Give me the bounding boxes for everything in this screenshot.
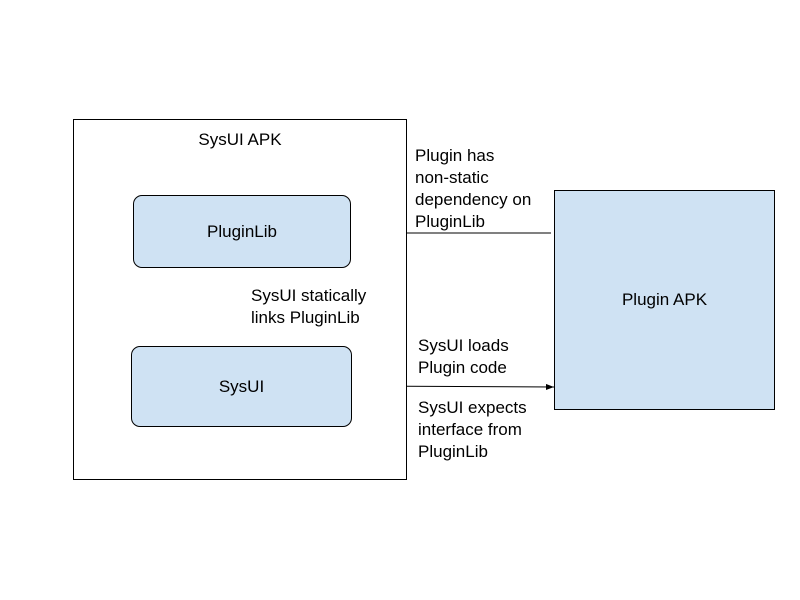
sysui-node: SysUI [131,346,352,427]
static-link-label: SysUI statically links PluginLib [251,286,367,327]
plugin-apk-label: Plugin APK [621,290,708,309]
expects-interface-label: SysUI expects interface from PluginLib [418,398,527,461]
pluginlib-node: PluginLib [133,195,351,268]
non-static-dependency-label: Plugin has non-static dependency on Plug… [415,146,532,231]
sysui-apk-title: SysUI APK [198,130,282,149]
loads-code-label: SysUI loads Plugin code [418,336,509,377]
sysui-label: SysUI [218,376,265,396]
pluginlib-label: PluginLib [207,221,277,241]
plugin-apk-container: Plugin APK [554,190,775,410]
